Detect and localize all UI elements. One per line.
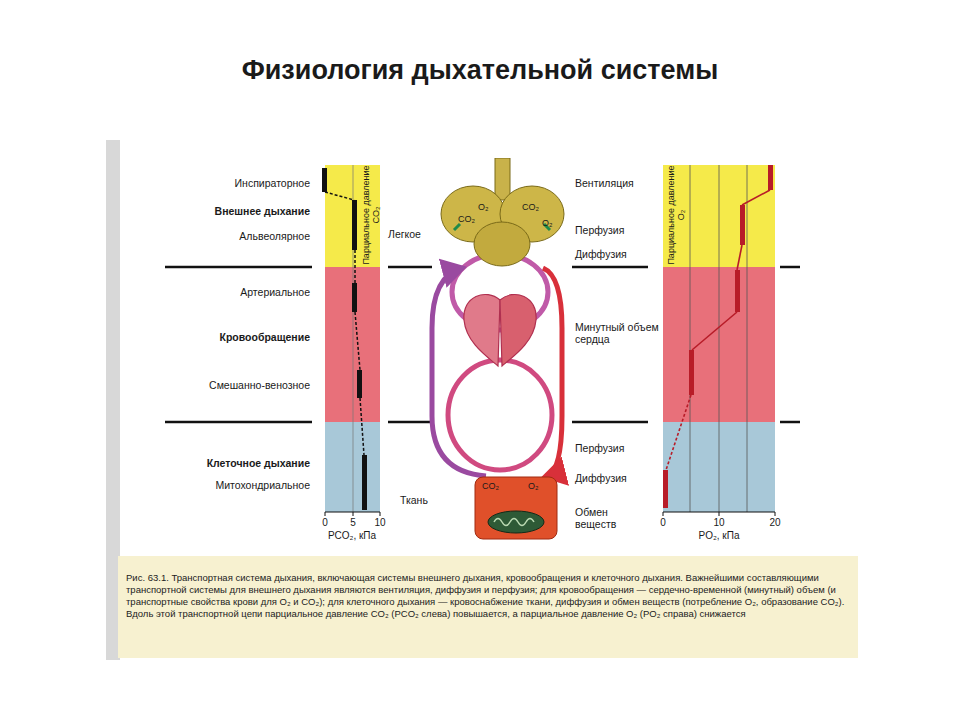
axis-unit: PCO₂, кПа	[312, 530, 392, 542]
tick-number: 10	[679, 517, 759, 529]
axis-title: Парциальное давление O₂	[666, 165, 686, 265]
stage-label: Альвеолярное	[110, 230, 310, 242]
tick-number: 10	[340, 517, 420, 529]
process-label: Диффузия	[575, 472, 627, 484]
gas-label: O₂	[528, 481, 539, 491]
gas-label: CO₂	[482, 481, 499, 491]
process-label: Вентиляция	[575, 177, 634, 189]
tissue-block: ТканьCO₂O₂	[474, 476, 558, 540]
circulation-loops	[448, 254, 552, 470]
stage-label: Смешанно-венозное	[110, 379, 310, 391]
blood-flow-connector	[432, 268, 486, 476]
gas-label: CO₂	[522, 202, 539, 212]
gas-label: O₂	[542, 218, 553, 228]
organ-label: Ткань	[400, 494, 428, 506]
process-label: Обмен веществ	[575, 506, 635, 530]
gas-label: CO₂	[458, 214, 475, 224]
process-label: Перфузия	[575, 224, 624, 236]
scan-edge	[106, 140, 120, 660]
section-label: Кровообращение	[110, 331, 310, 343]
figure-caption: Рис. 63.1. Транспортная система дыхания,…	[126, 572, 852, 620]
lung: ЛегкоеCO₂O₂CO₂O₂	[440, 158, 565, 268]
pco2-chart	[322, 165, 380, 516]
tick-number: 20	[735, 517, 815, 529]
section-label: Клеточное дыхание	[110, 457, 310, 469]
stage-label: Инспираторное	[110, 177, 310, 189]
stage-label: Митохондриальное	[110, 479, 310, 491]
caption-ground	[118, 556, 858, 658]
heart	[464, 294, 536, 366]
tick-number: 0	[623, 517, 703, 529]
stage-label: Артериальное	[110, 286, 310, 298]
lung-shape	[440, 158, 565, 268]
process-label: Минутный объем сердца	[575, 321, 667, 345]
gas-label: O₂	[478, 202, 489, 212]
section-label: Внешнее дыхание	[110, 205, 310, 217]
axis-unit: PO₂, кПа	[679, 530, 759, 542]
process-label: Диффузия	[575, 248, 627, 260]
axis-title: Парциальное давление CO₂	[361, 165, 381, 265]
organ-label: Легкое	[388, 228, 421, 240]
process-label: Перфузия	[575, 442, 624, 454]
blood-flow-connector	[543, 268, 562, 476]
page-title: Физиология дыхательной системы	[80, 54, 880, 86]
po2-chart	[663, 165, 775, 516]
